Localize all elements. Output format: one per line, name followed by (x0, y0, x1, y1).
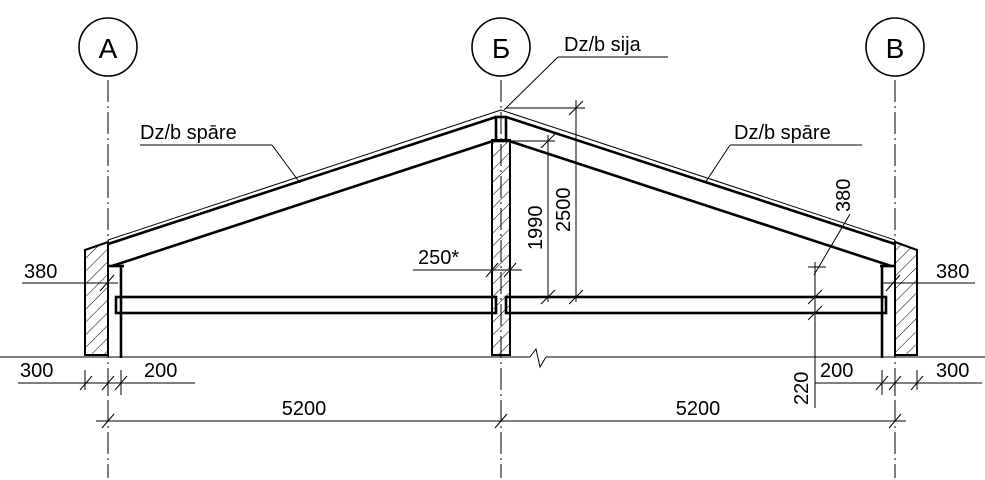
left-wall (84, 240, 123, 358)
dim-span-right-text: 5200 (676, 398, 721, 420)
dim-height-ridge (506, 100, 585, 305)
dim-height-ridge-text: 2500 (553, 188, 575, 233)
ceiling-beam-right (504, 295, 888, 315)
axis-label-b-cyr: Б (492, 33, 510, 64)
axis-label-v: B (886, 33, 905, 64)
right-wall (880, 240, 918, 358)
dim-height-inner-text: 1990 (525, 206, 547, 251)
dim-eave-left-text: 380 (24, 261, 57, 283)
dim-post (413, 262, 522, 278)
dim-eave-right (882, 274, 975, 292)
leader-rafter-right (704, 144, 862, 184)
dim-rafter-depth-text: 380 (833, 179, 855, 212)
axis-label-a: A (99, 33, 118, 64)
label-rafter-right: Dz/b spāre (734, 122, 831, 144)
label-ridge-beam: Dz/b sija (564, 34, 642, 56)
dim-inner-left-text: 200 (144, 360, 177, 382)
dim-height-inner (508, 133, 556, 305)
leader-ridge-beam (503, 56, 668, 111)
dim-span-left-text: 5200 (282, 398, 327, 420)
dim-eave-left (22, 274, 118, 292)
floor-line (0, 347, 985, 369)
dim-eave-right-text: 380 (936, 261, 969, 283)
dim-spans (96, 413, 906, 429)
dim-beam-depth (803, 262, 882, 408)
dim-wall-right-text: 300 (936, 360, 969, 382)
label-rafter-left: Dz/b spāre (140, 122, 237, 144)
middle-post (491, 139, 511, 356)
dim-beam-depth-text: 220 (791, 372, 813, 405)
dim-walls-right (815, 370, 982, 395)
dim-inner-right-text: 200 (820, 360, 853, 382)
axis-bubble-b-cyr: Б (471, 17, 531, 77)
dim-post-text: 250* (418, 247, 459, 269)
dim-rafter-depth (808, 213, 851, 276)
ridge-beam (494, 115, 508, 143)
leader-rafter-left (140, 144, 301, 184)
roof-right (500, 109, 896, 268)
axis-bubble-v: B (865, 17, 925, 77)
dim-wall-left-text: 300 (20, 360, 53, 382)
ceiling-beam-left (114, 295, 498, 315)
dim-walls-left (18, 370, 195, 395)
axis-bubble-a: A (78, 17, 138, 77)
roof-left (107, 109, 502, 268)
